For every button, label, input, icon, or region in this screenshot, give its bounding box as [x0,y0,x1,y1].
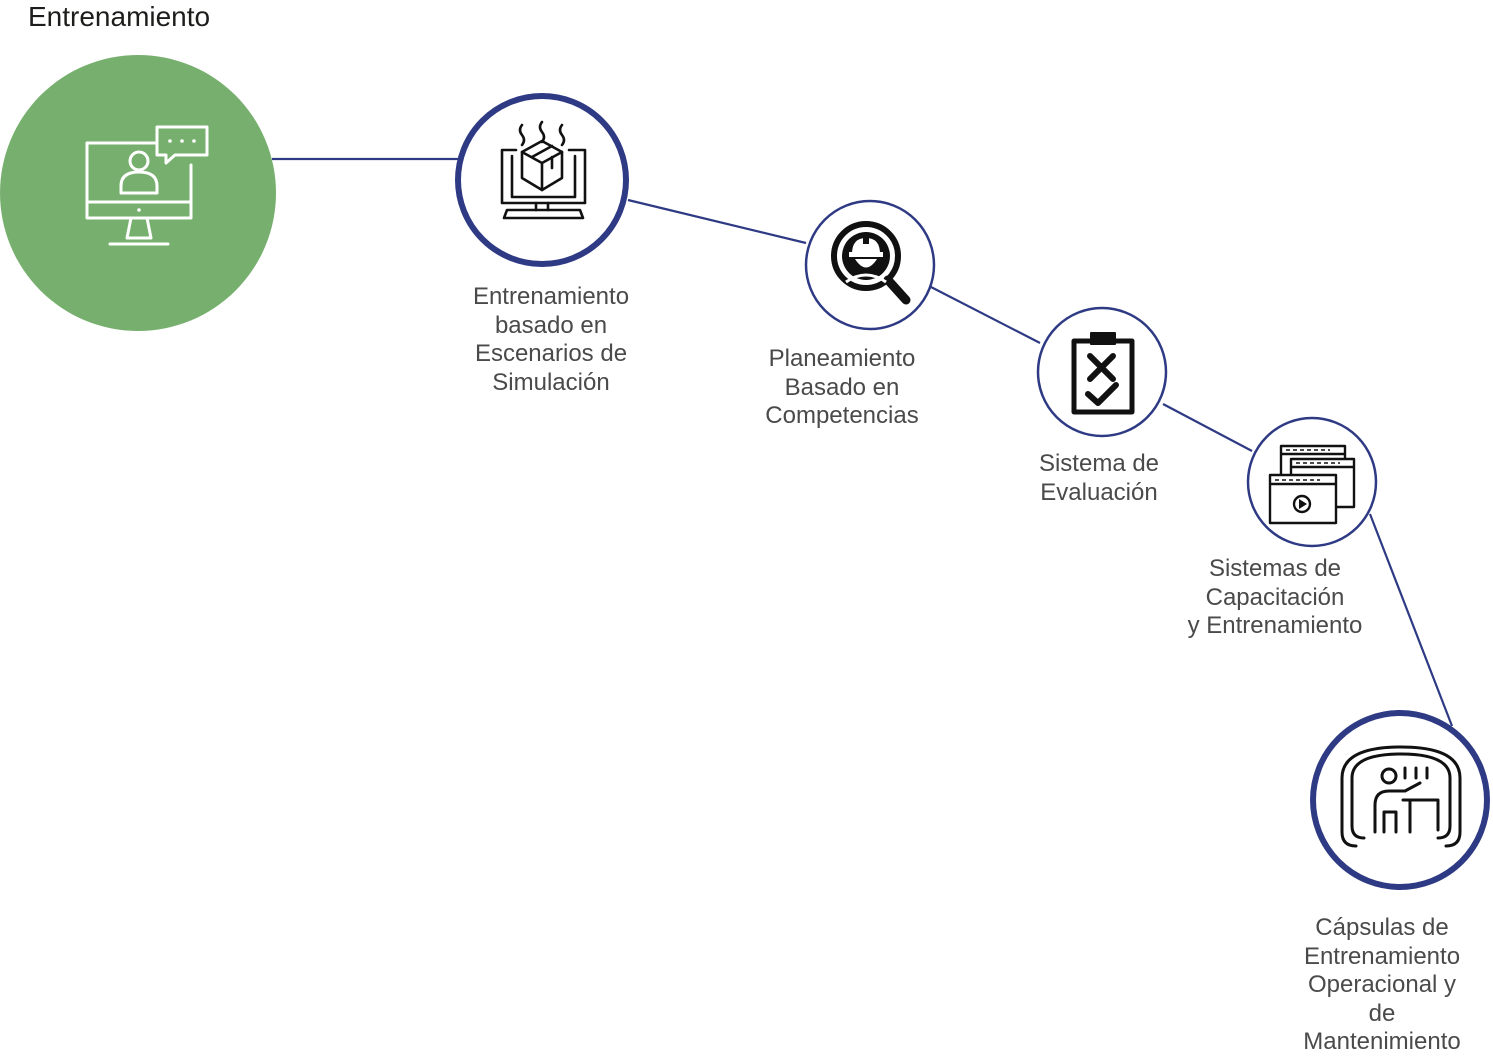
node-4-label: Sistemas de Capacitación y Entrenamiento [1187,555,1363,639]
connector-node3-node4 [1162,403,1253,452]
connector-node2-node3 [930,286,1041,344]
clipboard-check-icon [1071,332,1135,415]
monitor-user-chat-icon [85,125,209,246]
connector-node1-node2 [627,198,807,245]
node-4 [1246,416,1378,548]
node-5-label: Cápsulas de Entrenamiento Operacional y … [1303,914,1461,1055]
node-5 [1310,710,1490,890]
node-3-label: Sistema de Evaluación [1038,450,1160,506]
diagram-title: Entrenamiento [28,1,211,32]
simulation-cube-monitor-icon [500,120,587,220]
video-windows-icon [1268,444,1356,525]
process-diagram [0,55,1490,890]
immersive-room-icon [1340,745,1462,848]
node-2 [804,199,936,331]
connectors [272,157,1454,727]
node-3 [1036,306,1168,438]
node-1-label: Entrenamiento basado en Escenarios de Si… [472,283,630,396]
hub-node [0,55,276,331]
connector-node4-node5 [1368,513,1454,727]
node-2-label: Planeamiento Basado en Competencias [765,345,919,429]
magnifier-worker-icon [831,221,911,305]
node-1 [455,93,629,267]
